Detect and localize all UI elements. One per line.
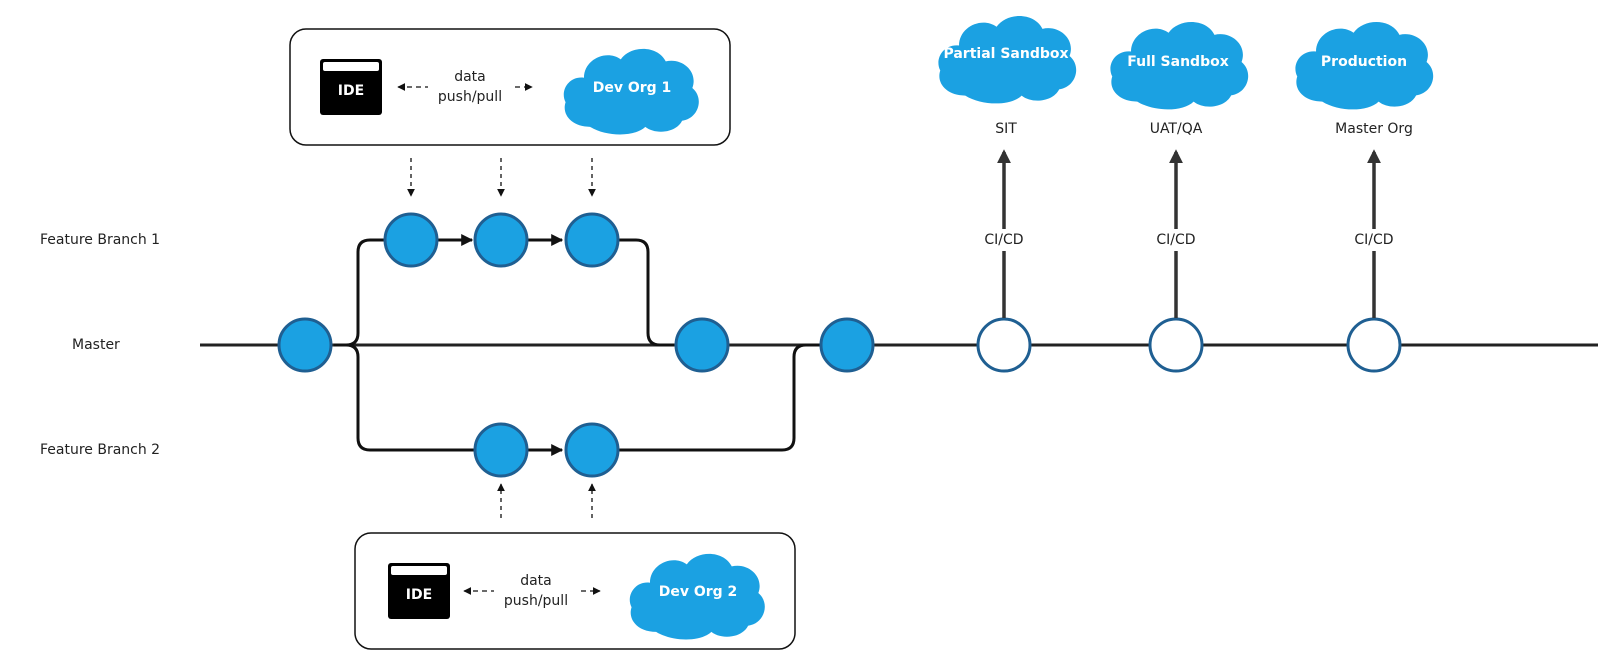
ide-label-2: IDE: [405, 587, 433, 603]
feature-branch-1-label: Feature Branch 1: [40, 232, 161, 248]
sit-label: SIT: [995, 121, 1017, 137]
cicd-label-sit: CI/CD: [982, 229, 1026, 251]
release-node-sit: [976, 317, 1032, 373]
production-label: Production: [1320, 54, 1408, 70]
push-pull-text-2: data push/pull: [504, 571, 568, 611]
feature1-commit-3: [564, 212, 620, 268]
master-label: Master: [72, 337, 120, 353]
dev-org-1-label: Dev Org 1: [592, 80, 672, 96]
master-merge-commit-1: [674, 317, 730, 373]
dev-org-2-label: Dev Org 2: [658, 584, 738, 600]
ide-window-1: [320, 59, 382, 115]
release-node-uat: [1148, 317, 1204, 373]
feature2-commit-1: [473, 422, 529, 478]
data-text-1: data: [454, 69, 486, 85]
push-pull-text-1: data push/pull: [438, 67, 502, 107]
feature1-commit-1: [383, 212, 439, 268]
feature2-commit-2: [564, 422, 620, 478]
feature-branch-2-path: [345, 343, 820, 452]
master-merge-commit-2: [819, 317, 875, 373]
partial-sandbox-label: Partial Sandbox: [943, 46, 1069, 62]
ide-label-1: IDE: [337, 83, 365, 99]
data-text-2: data: [520, 573, 552, 589]
feature-branch-2-label: Feature Branch 2: [40, 442, 161, 458]
release-node-prod: [1346, 317, 1402, 373]
full-sandbox-label: Full Sandbox: [1127, 54, 1229, 70]
master-org-label: Master Org: [1335, 121, 1413, 137]
cicd-label-uat: CI/CD: [1154, 229, 1198, 251]
ide-window-2: [388, 563, 450, 619]
push-pull-label-1: push/pull: [437, 89, 503, 105]
push-pull-label-2: push/pull: [503, 593, 569, 609]
feature1-commit-2: [473, 212, 529, 268]
cicd-label-prod: CI/CD: [1352, 229, 1396, 251]
uat-qa-label: UAT/QA: [1149, 121, 1203, 137]
master-commit-1: [277, 317, 333, 373]
